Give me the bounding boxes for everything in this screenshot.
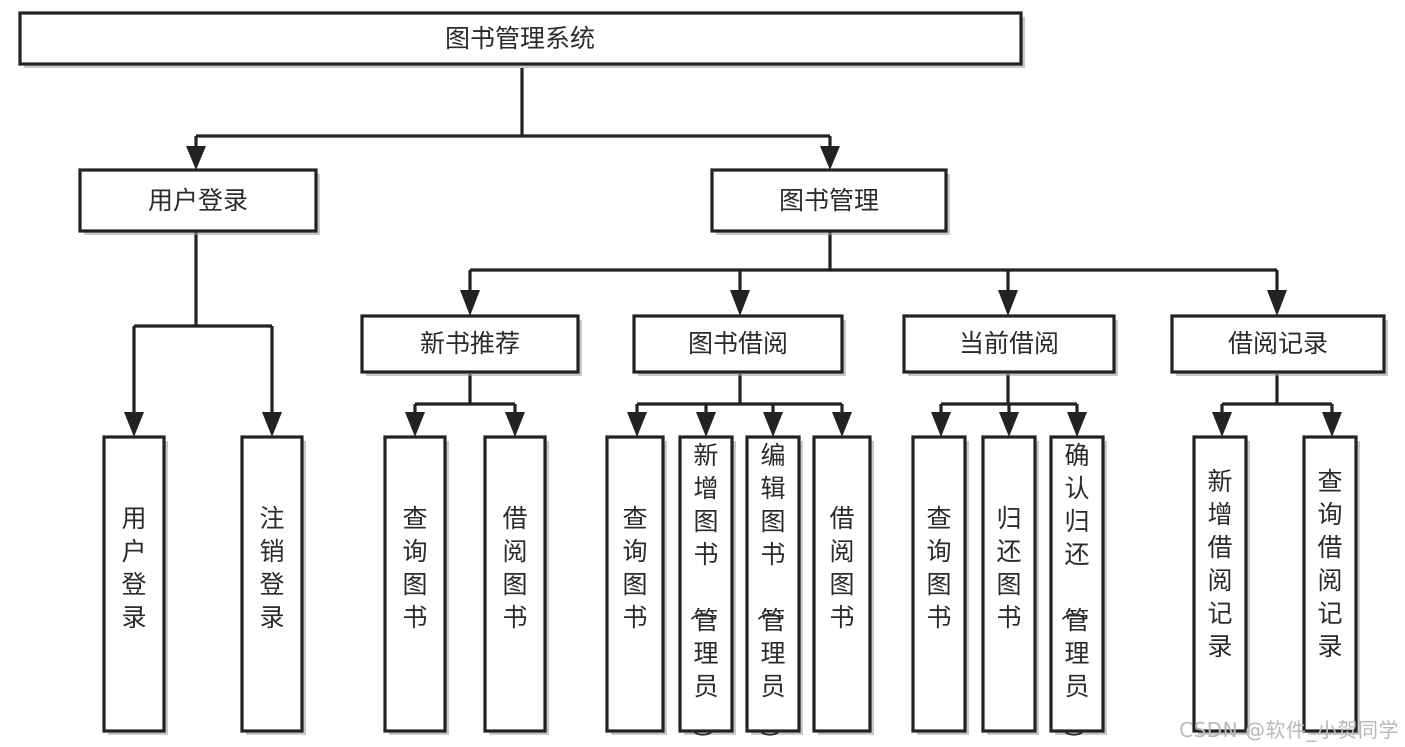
leaf-edit-book-box	[745, 435, 801, 733]
arrow-add-record	[1212, 412, 1232, 437]
book-management-label: 图书管理	[779, 186, 879, 215]
leaf-return-book-label: 归还图书	[996, 504, 1021, 632]
node-leaf-borrow-book-1[interactable]: 借阅图书	[483, 435, 549, 735]
leaf-return-book-box	[981, 435, 1037, 733]
arrow-book-management	[820, 146, 840, 170]
leaf-query-book-3-box	[911, 435, 967, 733]
node-leaf-edit-book[interactable]: 编辑图书（管理员）	[745, 435, 803, 747]
leaf-add-book-box	[678, 435, 734, 733]
leaf-confirm-return-box	[1049, 435, 1105, 733]
leaf-borrow-book-1-label: 借阅图书	[502, 504, 527, 632]
arrow-new-book-recommend	[460, 290, 480, 316]
arrow-user-login	[186, 146, 206, 170]
node-leaf-return-book[interactable]: 归还图书	[981, 435, 1039, 735]
node-leaf-add-record[interactable]: 新增借阅记录	[1192, 435, 1250, 735]
arrow-query-record	[1322, 412, 1342, 437]
leaf-add-record-box	[1192, 435, 1248, 733]
node-user-login[interactable]: 用户登录	[78, 168, 320, 235]
node-leaf-query-book-1[interactable]: 查询图书	[383, 435, 449, 735]
leaf-query-book-2-box	[605, 435, 665, 733]
book-borrow-box	[632, 314, 844, 374]
node-leaf-query-book-2[interactable]: 查询图书	[605, 435, 667, 735]
arrow-edit-book	[763, 412, 783, 437]
arrow-borrow-record	[1267, 290, 1287, 316]
root-box	[18, 11, 1023, 66]
leaf-query-book-1-label: 查询图书	[402, 504, 427, 632]
leaf-logout-login-box	[240, 435, 304, 733]
user-login-box	[78, 168, 318, 233]
leaf-borrow-book-2-box	[812, 435, 872, 733]
leaf-query-record-box	[1302, 435, 1358, 733]
arrow-leaf-logout	[262, 412, 282, 437]
node-book-management[interactable]: 图书管理	[710, 168, 950, 235]
node-root[interactable]: 图书管理系统	[18, 11, 1025, 68]
leaf-user-login-box	[102, 435, 166, 733]
current-borrow-box	[902, 314, 1116, 374]
node-leaf-user-login[interactable]: 用户登录	[102, 435, 168, 735]
arrow-add-book	[696, 412, 716, 437]
arrow-borrow-book-1	[505, 412, 525, 437]
new-book-recommend-label: 新书推荐	[420, 329, 520, 358]
leaf-add-book-label: 新增图书（管理员）	[687, 441, 718, 747]
node-current-borrow[interactable]: 当前借阅	[902, 314, 1118, 376]
current-borrow-label: 当前借阅	[959, 329, 1059, 358]
new-book-recommend-box	[360, 314, 580, 374]
leaf-borrow-book-1-box	[483, 435, 547, 733]
csdn-watermark: CSDN @软件_小贺同学	[1179, 718, 1399, 742]
node-new-book-recommend[interactable]: 新书推荐	[360, 314, 582, 376]
node-leaf-logout-login[interactable]: 注销登录	[240, 435, 306, 735]
borrow-record-box	[1170, 314, 1386, 374]
leaf-edit-book-label: 编辑图书（管理员）	[754, 441, 785, 747]
leaf-logout-login-label: 注销登录	[259, 504, 284, 632]
leaf-query-book-2-label: 查询图书	[622, 504, 647, 632]
root-label: 图书管理系统	[445, 24, 595, 53]
leaf-query-book-3-label: 查询图书	[926, 504, 951, 632]
node-leaf-add-book[interactable]: 新增图书（管理员）	[678, 435, 736, 747]
user-login-label: 用户登录	[148, 186, 248, 215]
arrow-book-borrow	[730, 290, 750, 316]
leaf-query-record-label: 查询借阅记录	[1317, 467, 1342, 661]
node-borrow-record[interactable]: 借阅记录	[1170, 314, 1388, 376]
node-leaf-query-book-3[interactable]: 查询图书	[911, 435, 969, 735]
book-management-box	[710, 168, 948, 233]
leaf-add-record-label: 新增借阅记录	[1207, 467, 1232, 661]
arrow-confirm-return	[1067, 412, 1087, 437]
arrow-return-book	[999, 412, 1019, 437]
node-leaf-confirm-return[interactable]: 确认归还（管理员）	[1049, 435, 1107, 747]
leaf-borrow-book-2-label: 借阅图书	[829, 504, 854, 632]
arrow-query-book-1	[405, 412, 425, 437]
arrow-query-book-3	[931, 412, 951, 437]
arrow-query-book-2	[627, 412, 647, 437]
node-leaf-query-record[interactable]: 查询借阅记录	[1302, 435, 1360, 735]
leaf-confirm-return-label: 确认归还（管理员）	[1058, 441, 1089, 747]
leaf-user-login-label: 用户登录	[121, 504, 146, 632]
arrow-leaf-user-login	[124, 412, 144, 437]
node-book-borrow[interactable]: 图书借阅	[632, 314, 846, 376]
leaf-query-book-1-box	[383, 435, 447, 733]
borrow-record-label: 借阅记录	[1228, 329, 1328, 358]
arrow-current-borrow	[998, 290, 1018, 316]
connectors	[124, 68, 1342, 437]
book-borrow-label: 图书借阅	[688, 329, 788, 358]
node-leaf-borrow-book-2[interactable]: 借阅图书	[812, 435, 874, 735]
arrow-borrow-book-2	[832, 412, 852, 437]
